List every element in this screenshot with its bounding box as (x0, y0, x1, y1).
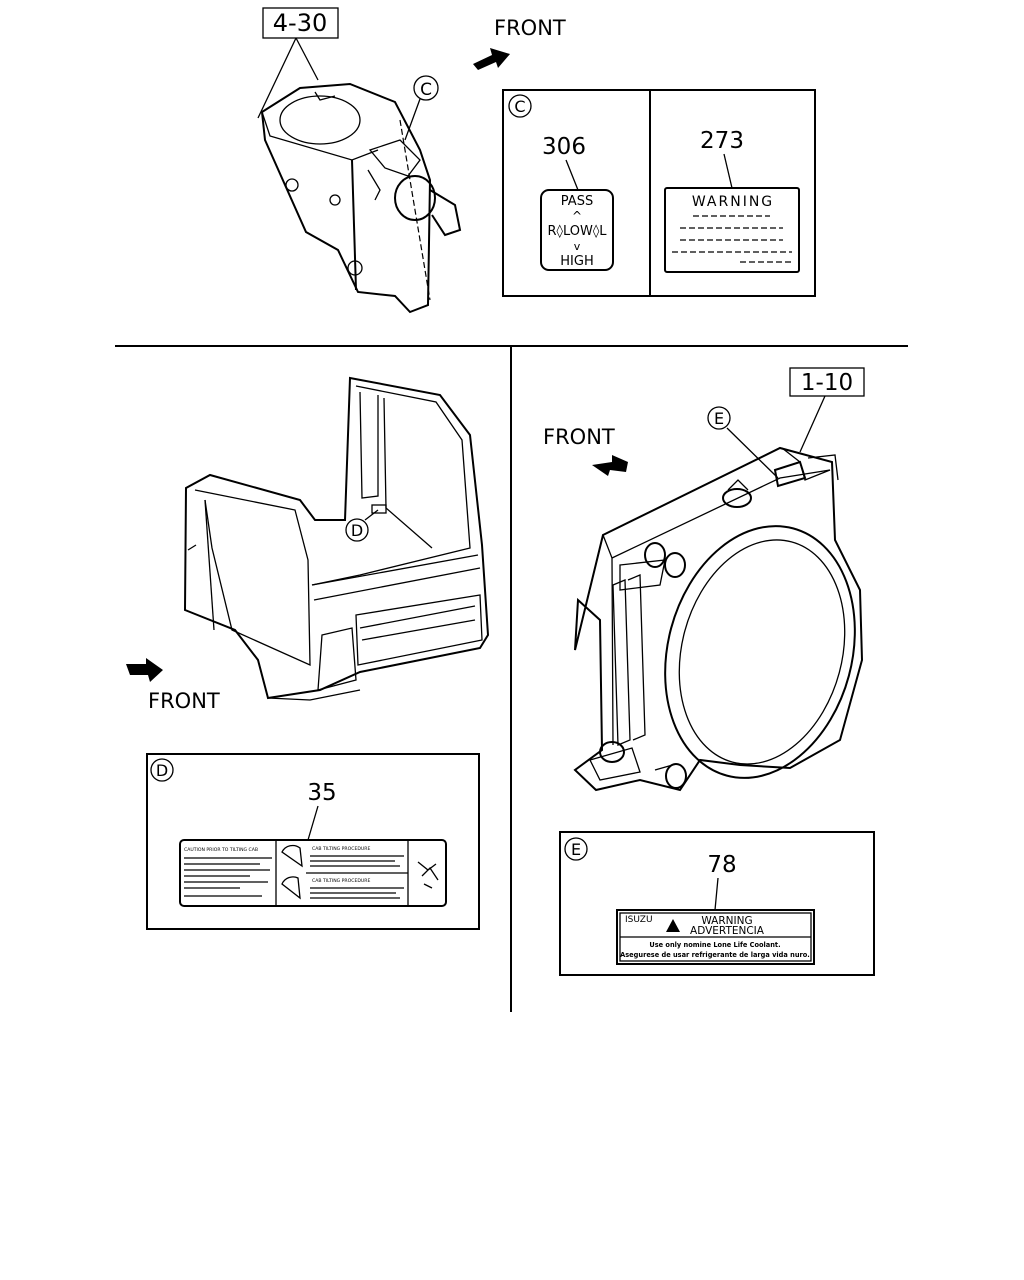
label-273-warning (664, 187, 800, 273)
label-78-title-es: ADVERTENCIA (690, 925, 765, 937)
panel-d-frame (146, 753, 480, 930)
front-label-right: FRONT (543, 425, 615, 449)
radiator-shroud-drawing: E (573, 406, 864, 792)
panel-c-letter-circle (508, 94, 532, 118)
ref-4-30-label: 4-30 (273, 9, 327, 37)
panel-d-letter-circle (150, 758, 174, 782)
panel-c: C 306 PASS ^ R◊LOW◊L v HIGH 273 WARNING (502, 89, 816, 297)
column-switch-bracket-drawing: 4-30 C (257, 7, 462, 314)
label-273-heading: WARNING (692, 194, 774, 210)
label-306-up-arrow: ^ (572, 209, 582, 223)
ref-4-30-box (262, 7, 339, 39)
front-arrow-left (126, 658, 163, 682)
label-306-row: R◊LOW◊L (548, 224, 608, 239)
label-35-cab-tilt (179, 839, 447, 907)
panel-d-letter: D (156, 761, 168, 780)
marker-d-label: D (351, 521, 363, 540)
label-306-top: PASS (561, 194, 593, 209)
panel-e-letter-circle (564, 837, 588, 861)
label-306-shift-pattern (540, 189, 614, 271)
label-306-down-arrow: v (574, 240, 581, 253)
marker-c-label: C (420, 80, 432, 100)
cab-drawing: D (183, 376, 490, 701)
panel-c-frame (502, 89, 816, 297)
label-35-right-heading-2: CAB TILTING PROCEDURE (312, 878, 370, 884)
part-no-306: 306 (542, 134, 586, 160)
front-label-left: FRONT (148, 689, 220, 713)
part-no-273: 273 (700, 128, 744, 154)
front-arrow-top (473, 48, 510, 70)
ref-1-10-label: 1-10 (801, 370, 853, 396)
marker-e-label: E (714, 409, 724, 428)
label-35-left-heading: CAUTION PRIOR TO TILTING CAB (184, 847, 258, 853)
marker-d-circle (345, 518, 369, 542)
label-78-title-en: WARNING (701, 915, 752, 927)
panel-e-frame (559, 831, 875, 976)
label-78-line-2: Asegurese de usar refrigerante de larga … (620, 951, 810, 959)
ref-1-10-box (789, 367, 865, 397)
label-78-coolant-warning (616, 909, 815, 965)
label-78-brand: ISUZU (625, 915, 653, 925)
panel-e-letter: E (571, 840, 581, 859)
front-label-top: FRONT (494, 16, 566, 40)
label-306-bottom: HIGH (560, 254, 593, 269)
marker-e-circle (707, 406, 731, 430)
front-arrow-right (592, 455, 628, 476)
panel-e: E 78 ISUZU WARNING ADVERTENCIA Use only … (559, 831, 875, 976)
warning-triangle-icon (666, 919, 680, 932)
label-78-line-1: Use only nomine Lone Life Coolant. (649, 941, 780, 949)
part-no-35: 35 (307, 780, 336, 806)
panel-d: D 35 CAUTION PRIOR TO TILTING CAB CAB TI… (146, 753, 480, 930)
panel-c-letter: C (514, 97, 525, 116)
marker-c-circle (413, 75, 439, 101)
label-35-right-heading-1: CAB TILTING PROCEDURE (312, 846, 370, 852)
part-no-78: 78 (707, 852, 736, 878)
